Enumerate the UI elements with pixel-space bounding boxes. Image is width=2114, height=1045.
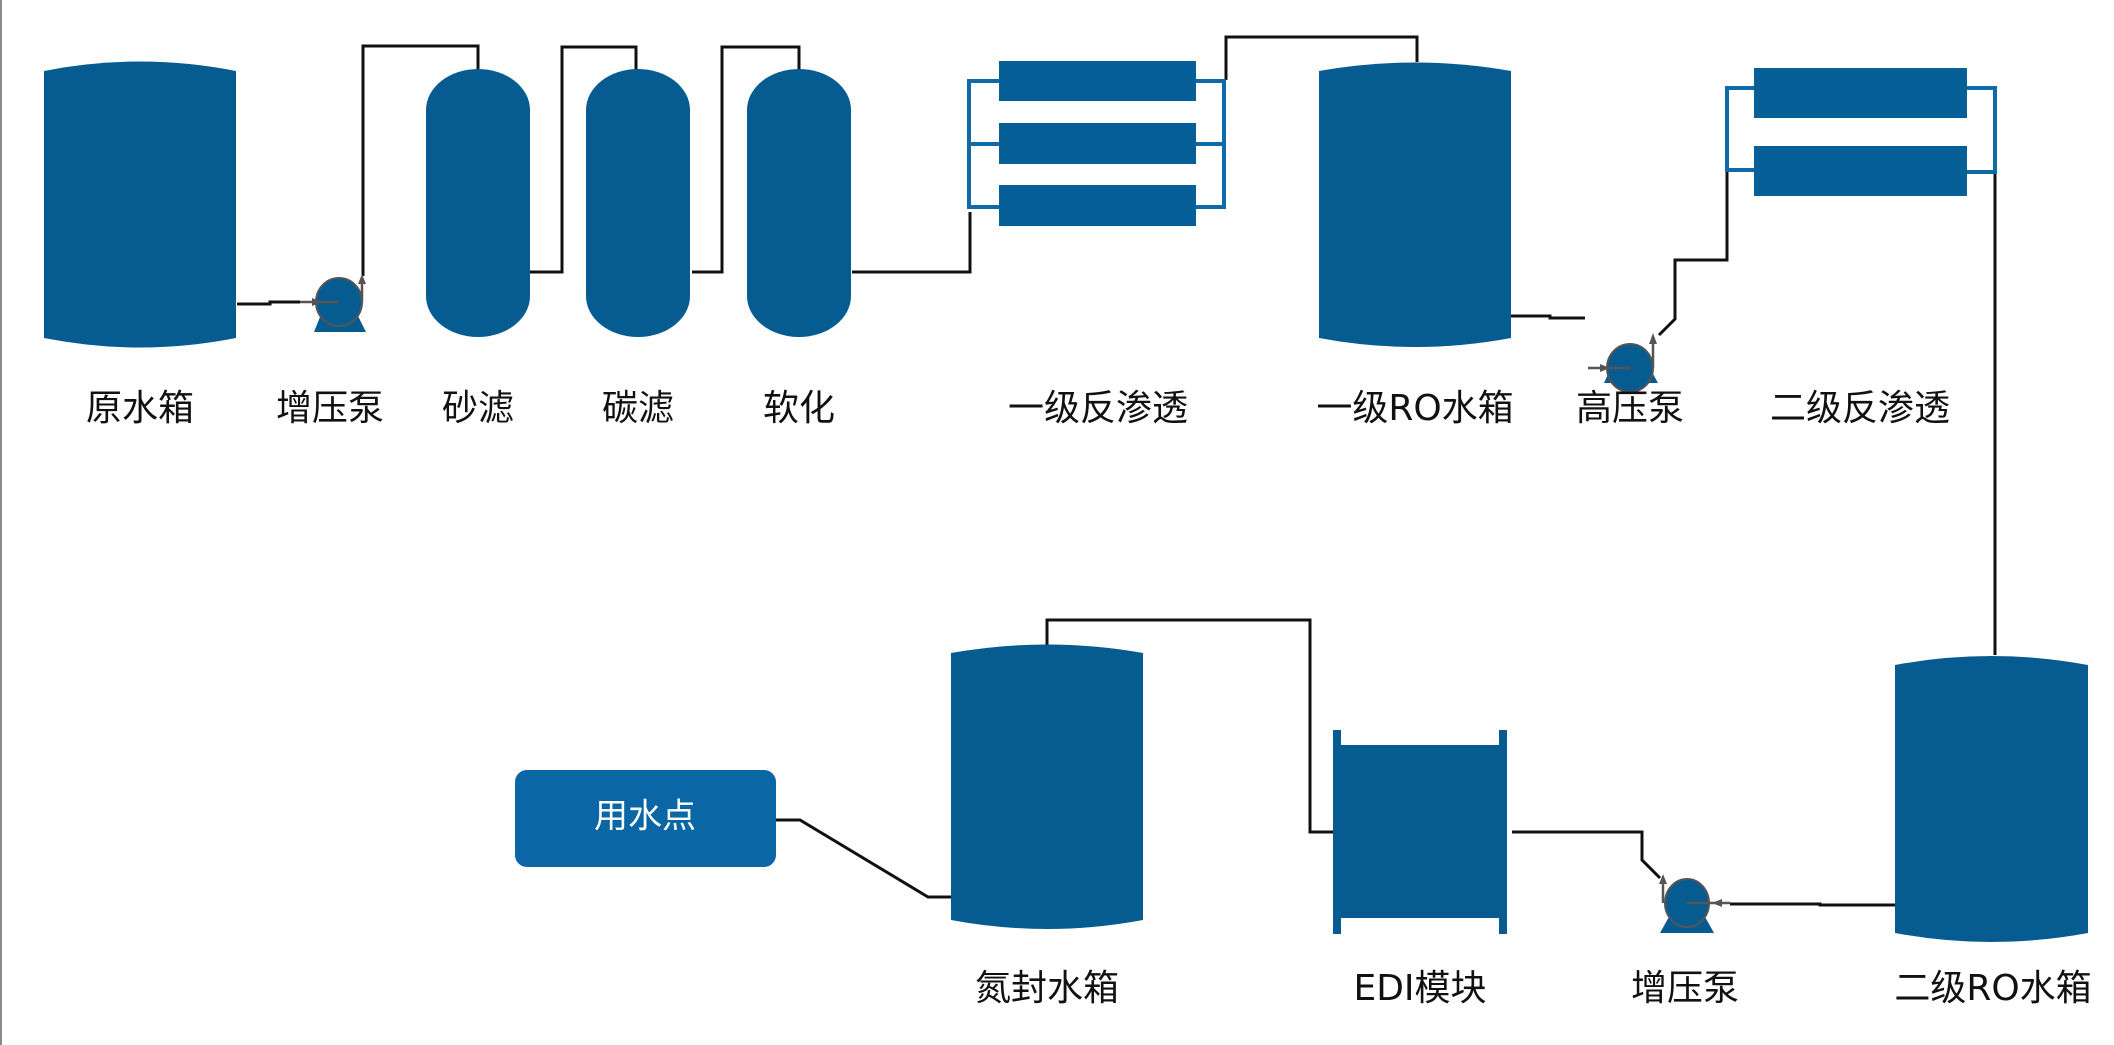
ro-stage-2-label: 二级反渗透 [1770, 388, 1950, 429]
sand-filter-label: 砂滤 [442, 388, 514, 429]
ro-2-inlet-manifold [1725, 86, 1754, 172]
outlet-arrowhead-icon [358, 274, 366, 284]
ro-1-membrane [999, 185, 1196, 226]
ro-2-outlet-manifold [1967, 86, 1997, 174]
pipe-edi-to-n2-tank [1045, 618, 1333, 834]
edi-left-end-plate [1333, 730, 1341, 934]
pipe-pump-2-to-edi [1512, 830, 1662, 880]
nitrogen-sealed-tank: 氮封水箱 [951, 644, 1143, 1009]
ro-tank-2-label: 二级RO水箱 [1894, 968, 2091, 1009]
sand-filter-vessel [426, 69, 530, 337]
ro-tank-1: 一级RO水箱 [1316, 62, 1514, 429]
raw-water-tank-label: 原水箱 [86, 388, 194, 429]
edi-module-label: EDI模块 [1353, 968, 1486, 1009]
booster-pump-2-label: 增压泵 [1631, 968, 1739, 1009]
ro-stage-1-label: 一级反渗透 [1008, 388, 1188, 429]
ro-1-inlet-manifold [967, 79, 999, 209]
booster-pump-1: 增压泵 [276, 274, 384, 429]
inlet-arrowhead-icon [312, 298, 322, 306]
raw-water-tank: 原水箱 [44, 61, 236, 429]
edi-module: EDI模块 [1333, 730, 1507, 1009]
pipe-carbon-to-softener [692, 45, 801, 274]
pipe-ro-1-to-ro-tank-1 [1224, 35, 1419, 80]
ro-1-membrane [999, 61, 1196, 101]
outlet-arrowhead-icon [1649, 333, 1657, 344]
high-pressure-pump: 高压泵 [1576, 333, 1684, 429]
softener-label: 软化 [763, 388, 835, 429]
nitrogen-sealed-tank-shape [951, 644, 1143, 929]
sand-filter: 砂滤 [426, 69, 530, 429]
point-of-use: 用水点 [515, 770, 776, 867]
ro-2-membrane [1754, 146, 1967, 196]
ro-1-membrane [999, 123, 1196, 164]
edi-right-end-plate [1499, 730, 1507, 934]
ro-2-membrane [1754, 68, 1967, 118]
point-of-use-label: 用水点 [594, 797, 696, 837]
booster-pump-2: 增压泵 [1631, 874, 1739, 1009]
carbon-filter-vessel [586, 69, 690, 337]
edi-module-body [1333, 745, 1507, 918]
left-border [0, 0, 2, 1045]
pipe-ro-tank-1-to-hp-pump [1511, 314, 1585, 320]
pipe-hp-pump-to-ro-2 [1657, 172, 1729, 337]
outlet-arrowhead-icon [1659, 874, 1667, 884]
carbon-filter: 碳滤 [586, 69, 690, 429]
point-of-use-box [515, 770, 776, 867]
ro-tank-2-shape [1895, 656, 2088, 942]
ro-tank-1-shape [1319, 62, 1511, 347]
ro-1-outlet-manifold [1196, 79, 1226, 209]
pipes [237, 35, 1997, 907]
ro-stage-1: 一级反渗透 [967, 61, 1226, 429]
ro-tank-1-label: 一级RO水箱 [1316, 388, 1513, 429]
pipe-raw-tank-to-pump-1 [237, 300, 300, 306]
high-pressure-pump-label: 高压泵 [1576, 388, 1684, 429]
raw-water-tank-shape [44, 61, 236, 348]
pipe-n2-tank-to-use-point [776, 818, 951, 899]
pipe-ro-tank-2-to-pump-2 [1730, 902, 1895, 907]
pipe-sand-to-carbon [530, 45, 638, 274]
nitrogen-sealed-tank-label: 氮封水箱 [975, 968, 1119, 1009]
pipe-pump-1-to-sand-filter [361, 44, 480, 276]
softener: 软化 [747, 69, 851, 429]
inlet-arrowhead-icon [1712, 899, 1722, 907]
ro-stage-2: 二级反渗透 [1725, 68, 1997, 429]
inlet-arrowhead-icon [1600, 364, 1610, 372]
ro-tank-2: 二级RO水箱 [1894, 656, 2092, 1009]
booster-pump-1-label: 增压泵 [276, 388, 384, 429]
softener-vessel [747, 69, 851, 337]
pipe-softener-to-ro-1 [852, 212, 972, 274]
carbon-filter-label: 碳滤 [602, 388, 674, 429]
